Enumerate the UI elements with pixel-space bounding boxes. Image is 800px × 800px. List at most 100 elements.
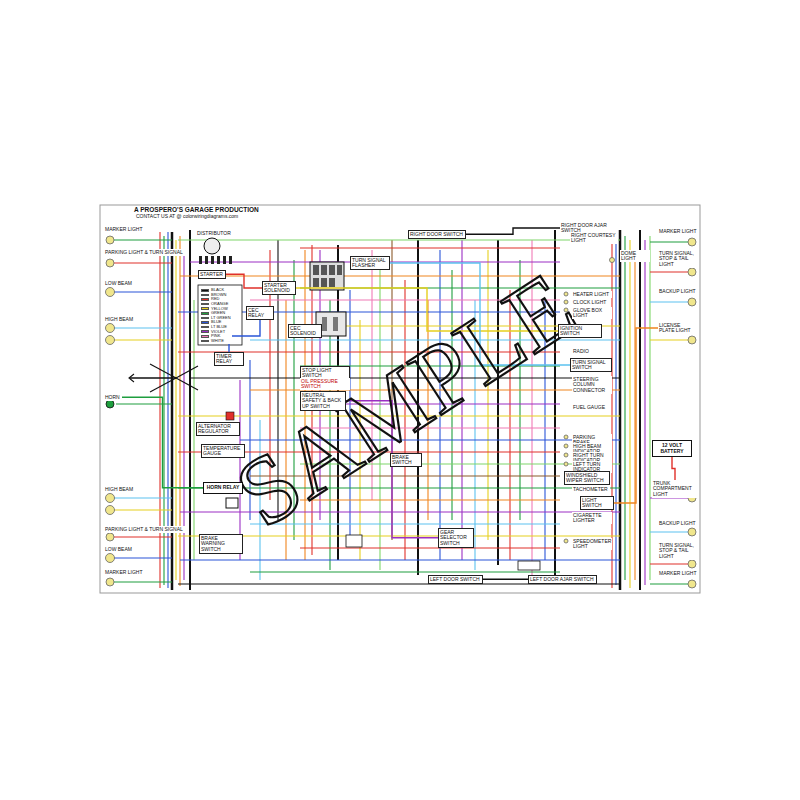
component-name: TACHOMETER xyxy=(573,487,609,493)
legend-text: BLUE xyxy=(211,320,221,324)
component-box: TURN SIGNAL SWITCH xyxy=(570,358,612,372)
component-label: DOME LIGHT xyxy=(620,250,650,262)
component-name: BACKUP LIGHT xyxy=(659,521,697,527)
wire xyxy=(116,403,172,404)
component-name: GLOVE BOX LIGHT xyxy=(573,308,611,319)
component-box: CEC SOLENOID xyxy=(288,324,322,338)
component-name: OIL PRESSURE SWITCH xyxy=(301,379,349,390)
fuses xyxy=(313,265,342,287)
component-label: LOW BEAM xyxy=(104,280,134,287)
wire xyxy=(114,262,172,263)
wire xyxy=(650,497,688,498)
relay-contact xyxy=(333,317,338,331)
lamp-symbol xyxy=(106,259,114,267)
fuse-box xyxy=(310,262,344,290)
wire xyxy=(193,300,194,560)
wire xyxy=(178,583,620,584)
wire xyxy=(650,241,688,242)
lamp-symbol xyxy=(688,238,696,246)
connector-block xyxy=(518,561,540,570)
component-box: GEAR SELECTOR SWITCH xyxy=(438,528,474,548)
lamp-symbol xyxy=(106,236,114,244)
wire xyxy=(250,571,560,572)
lamp-symbol xyxy=(106,533,114,541)
wire xyxy=(644,240,645,585)
component-name: HORN RELAY xyxy=(206,485,240,491)
wire xyxy=(624,236,625,580)
component-label: FUEL GAUGE xyxy=(572,404,608,411)
color-swatch xyxy=(201,294,209,297)
fuse xyxy=(321,278,327,287)
lamp-symbol xyxy=(564,462,568,466)
wire xyxy=(150,378,176,392)
component-name: TEMPERATURE GAUGE xyxy=(203,446,243,457)
component-label: SPEEDOMETER LIGHT xyxy=(572,538,612,550)
color-swatch xyxy=(201,340,209,343)
wire xyxy=(650,271,688,272)
component-name: BRAKE WARNING SWITCH xyxy=(201,536,241,553)
spark-plug xyxy=(217,256,220,264)
lamp-symbol xyxy=(564,539,568,543)
wire xyxy=(180,511,620,512)
color-swatch xyxy=(201,303,209,306)
legend-text: PINK xyxy=(211,334,220,338)
fuse xyxy=(329,278,335,287)
wire xyxy=(114,581,172,582)
component-name: BRAKE SWITCH xyxy=(392,455,420,466)
wire-connector xyxy=(122,397,203,488)
lamp-symbol xyxy=(564,435,568,439)
lamp-symbol xyxy=(106,506,115,515)
component-label: BACKUP LIGHT xyxy=(658,288,698,295)
component-name: LOW BEAM xyxy=(105,547,133,553)
wire xyxy=(615,240,616,585)
component-label: HIGH BEAM xyxy=(104,316,136,323)
component-label: RIGHT COURTESY LIGHT xyxy=(570,232,618,244)
wire xyxy=(114,536,172,537)
wire xyxy=(180,559,620,560)
component-name: PARKING LIGHT & TURN SIGNAL xyxy=(105,250,184,256)
component-box: TIMER RELAY xyxy=(214,352,244,366)
legend-text: BROWN xyxy=(211,293,226,297)
component-name: WINDSHIELD WIPER SWITCH xyxy=(566,473,608,484)
component-name: TIMER RELAY xyxy=(216,354,242,365)
component-label: HIGH BEAM xyxy=(104,486,136,493)
color-swatch xyxy=(201,307,209,310)
color-legend: BLACKBROWNREDORANGEYELLOWGREENLT GREENBL… xyxy=(200,287,232,344)
fuse xyxy=(329,265,335,275)
component-label: PARKING LIGHT & TURN SIGNAL xyxy=(104,526,185,533)
component-label: TACHOMETER xyxy=(572,486,610,493)
component-name: DISTRIBUTOR xyxy=(197,231,232,237)
distributor-symbol xyxy=(204,238,220,254)
component-box: TEMPERATURE GAUGE xyxy=(201,444,245,458)
legend-row: VIOLET xyxy=(201,329,231,334)
component-name: TURN SIGNAL SWITCH xyxy=(572,360,610,371)
component-name: NEUTRAL SAFETY & BACK UP SWITCH xyxy=(302,393,344,410)
component-box: ALTERNATOR REGULATOR xyxy=(196,422,240,436)
wire-connector xyxy=(672,457,675,480)
component-label: RADIO xyxy=(572,348,591,355)
wire xyxy=(114,557,172,558)
component-label: MARKER LIGHT xyxy=(658,228,698,235)
component-box: BRAKE SWITCH xyxy=(390,453,422,467)
fuse xyxy=(313,265,319,275)
wire xyxy=(114,239,172,240)
wire xyxy=(650,339,688,340)
component-box: HORN RELAY xyxy=(203,482,243,494)
component-label: TRUNK COMPARTMENT LIGHT xyxy=(652,480,698,498)
component-name: PARKING LIGHT & TURN SIGNAL xyxy=(105,527,184,533)
spark-plug xyxy=(229,256,232,264)
relay-symbol xyxy=(226,498,238,508)
component-name: STARTER SOLENOID xyxy=(264,283,294,294)
component-name: LOW BEAM xyxy=(105,281,133,287)
legend-row: BROWN xyxy=(201,293,231,298)
component-name: RADIO xyxy=(573,349,590,355)
component-label: LOW BEAM xyxy=(104,546,134,553)
component-box: BRAKE WARNING SWITCH xyxy=(199,534,243,554)
connector-block xyxy=(346,535,362,547)
component-box: STARTER xyxy=(198,270,226,279)
component-label: MARKER LIGHT xyxy=(658,570,698,577)
color-swatch xyxy=(201,326,209,329)
lamp-symbol xyxy=(564,444,568,448)
color-swatch xyxy=(201,335,209,338)
spark-plug xyxy=(223,256,226,264)
